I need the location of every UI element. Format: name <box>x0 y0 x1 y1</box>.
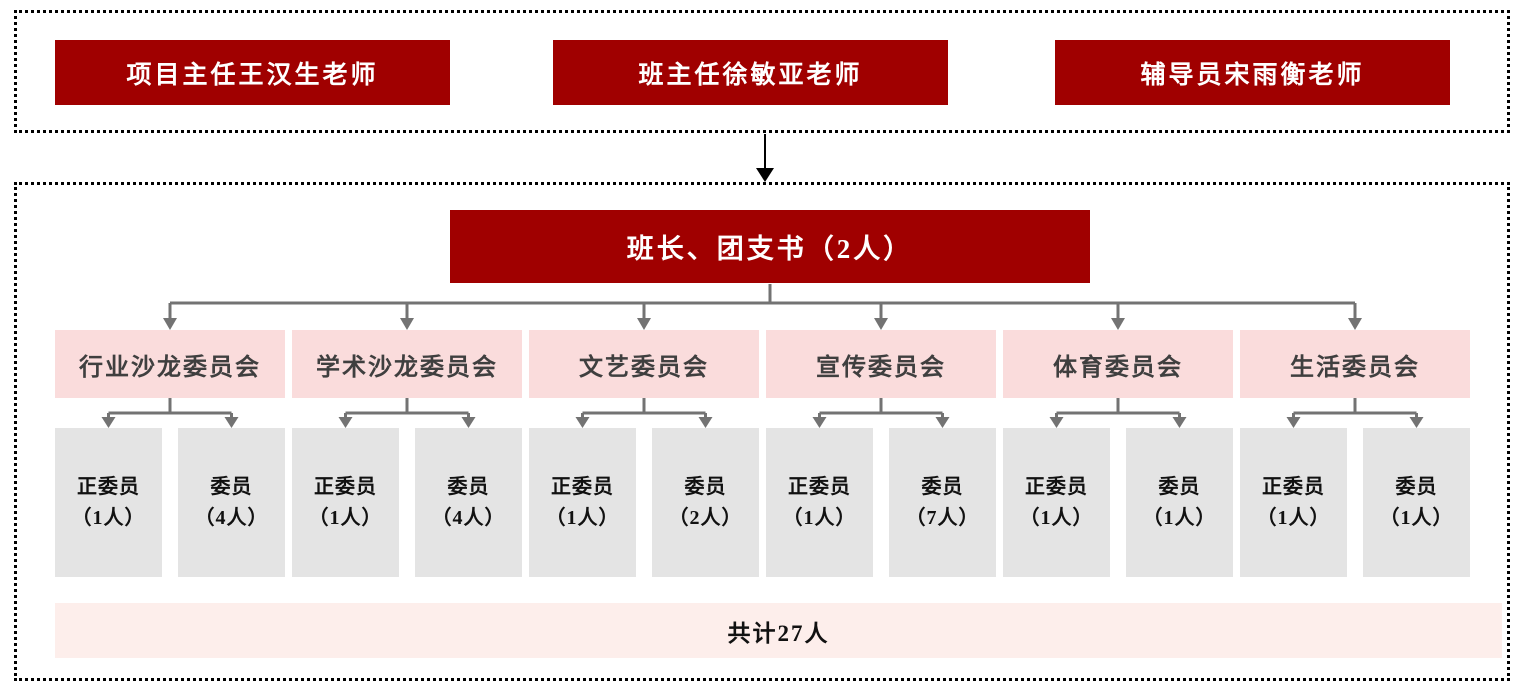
member-box: 委员 （4人） <box>178 428 285 577</box>
teacher-label: 辅导员宋雨衡老师 <box>1140 61 1365 89</box>
member-count: （1人） <box>71 506 146 529</box>
root-to-committee-connectors <box>168 284 1357 319</box>
committee-box-publicity: 宣传委员会 <box>766 330 996 398</box>
teacher-box-project-director: 项目主任王汉生老师 <box>55 40 450 105</box>
member-count: （4人） <box>431 506 506 529</box>
committee-box-life: 生活委员会 <box>1240 330 1470 398</box>
committee-box-academic-salon: 学术沙龙委员会 <box>292 330 522 398</box>
member-count: （1人） <box>1379 506 1454 529</box>
member-box: 正委员 （1人） <box>292 428 399 577</box>
member-box: 正委员 （1人） <box>529 428 636 577</box>
root-box-class-leaders: 班长、团支书（2人） <box>450 210 1090 283</box>
member-count: （1人） <box>545 506 620 529</box>
member-role: 委员 <box>684 475 727 498</box>
member-box: 正委员 （1人） <box>55 428 162 577</box>
member-box: 正委员 （1人） <box>766 428 873 577</box>
member-role: 正委员 <box>1262 475 1325 498</box>
member-role: 委员 <box>210 475 253 498</box>
member-box: 正委员 （1人） <box>1240 428 1347 577</box>
member-box: 委员 （4人） <box>415 428 522 577</box>
teachers-section-frame <box>14 10 1510 133</box>
down-arrow <box>756 134 774 182</box>
member-role: 正委员 <box>314 475 377 498</box>
committee-label: 宣传委员会 <box>816 354 946 381</box>
committee-label: 行业沙龙委员会 <box>79 354 261 381</box>
member-box: 委员 （2人） <box>652 428 759 577</box>
member-role: 委员 <box>1395 475 1438 498</box>
member-role: 正委员 <box>77 475 140 498</box>
member-role: 委员 <box>921 475 964 498</box>
member-count: （1人） <box>782 506 857 529</box>
committee-label: 文艺委员会 <box>579 354 709 381</box>
committee-box-industry-salon: 行业沙龙委员会 <box>55 330 285 398</box>
committee-label: 体育委员会 <box>1053 354 1183 381</box>
teacher-label: 班主任徐敏亚老师 <box>638 61 863 89</box>
member-role: 正委员 <box>1025 475 1088 498</box>
member-role: 委员 <box>447 475 490 498</box>
committee-box-arts: 文艺委员会 <box>529 330 759 398</box>
member-count: （2人） <box>668 506 743 529</box>
total-count-label: 共计27人 <box>727 620 830 646</box>
member-count: （1人） <box>1142 506 1217 529</box>
committee-arrowheads <box>163 318 1362 330</box>
member-role: 正委员 <box>788 475 851 498</box>
committee-to-member-connectors <box>107 398 1418 418</box>
root-label: 班长、团支书（2人） <box>626 234 914 264</box>
member-role: 正委员 <box>551 475 614 498</box>
member-box: 委员 （1人） <box>1363 428 1470 577</box>
member-box: 正委员 （1人） <box>1003 428 1110 577</box>
committee-box-sports: 体育委员会 <box>1003 330 1233 398</box>
member-count: （1人） <box>1019 506 1094 529</box>
member-count: （7人） <box>905 506 980 529</box>
member-box: 委员 （7人） <box>889 428 996 577</box>
member-role: 委员 <box>1158 475 1201 498</box>
member-count: （1人） <box>1256 506 1331 529</box>
committee-label: 学术沙龙委员会 <box>316 354 498 381</box>
committee-label: 生活委员会 <box>1290 354 1420 381</box>
teacher-box-counselor: 辅导员宋雨衡老师 <box>1055 40 1450 105</box>
total-count-bar: 共计27人 <box>55 603 1502 658</box>
member-count: （4人） <box>194 506 269 529</box>
member-arrowheads <box>101 417 1424 428</box>
member-box: 委员 （1人） <box>1126 428 1233 577</box>
member-count: （1人） <box>308 506 383 529</box>
committee-section-frame <box>14 182 1510 681</box>
teacher-label: 项目主任王汉生老师 <box>126 61 379 89</box>
teacher-box-head-teacher: 班主任徐敏亚老师 <box>553 40 948 105</box>
